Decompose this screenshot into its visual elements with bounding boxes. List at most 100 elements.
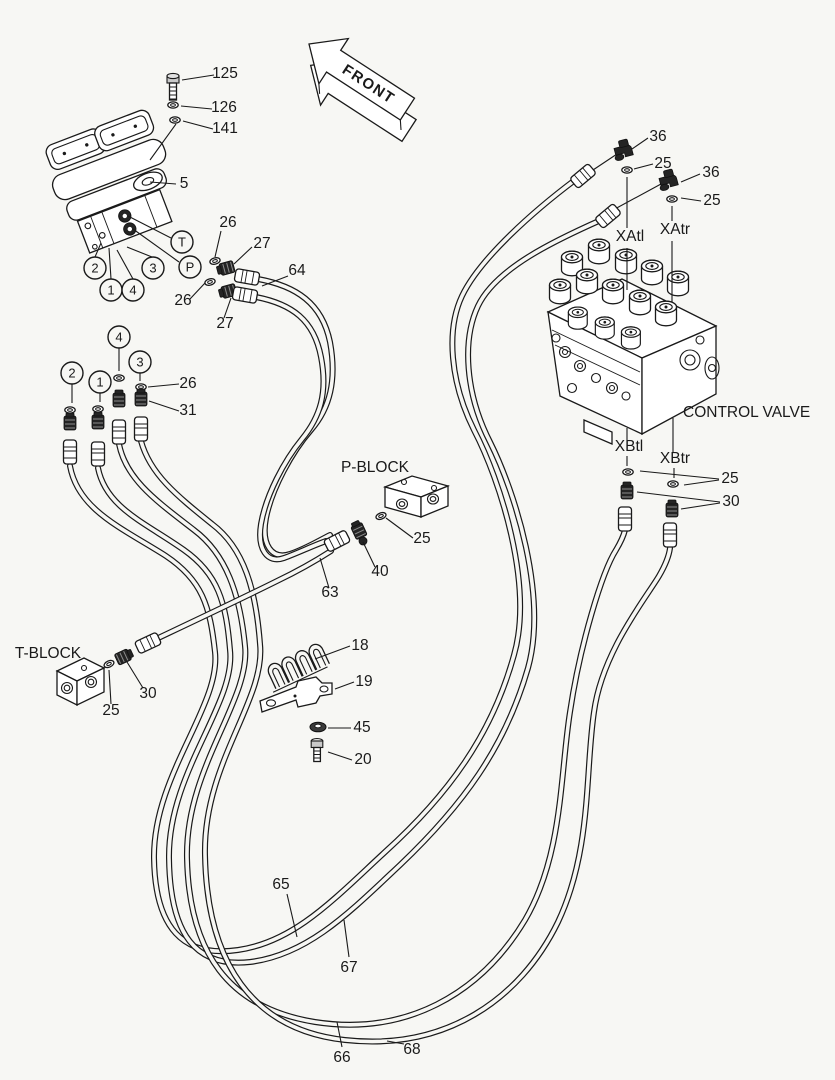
port-label-xatr: XAtr — [660, 221, 690, 238]
callout-65: 65 — [272, 876, 289, 893]
hose-67 — [95, 217, 604, 966]
svg-text:4: 4 — [129, 283, 136, 298]
hose-68-end-connector — [662, 522, 678, 548]
svg-text:2: 2 — [91, 261, 98, 276]
fitting-30-xbtl — [620, 481, 634, 500]
svg-text:1: 1 — [107, 283, 114, 298]
clamp-18 — [267, 643, 330, 693]
callout-67: 67 — [340, 959, 357, 976]
callout-25-tblock: 25 — [102, 702, 119, 719]
callout-141: 141 — [212, 120, 238, 137]
callout-26-group: 26 — [179, 375, 196, 392]
hose-68 — [138, 438, 673, 1045]
washer-126 — [167, 101, 179, 109]
hose-66 — [116, 441, 628, 1028]
hose-64b — [253, 294, 329, 563]
front-arrow-icon: FRONT — [308, 37, 418, 143]
oring-26-lower — [203, 277, 217, 287]
hose-63-start-connector — [133, 631, 163, 655]
hose-64a — [255, 276, 336, 559]
callout-30-xb: 30 — [722, 493, 740, 510]
callout-25-pblock: 25 — [413, 530, 430, 547]
port-circle-1: 1 — [99, 278, 123, 302]
elbow-36-left — [610, 137, 635, 162]
bolt-125 — [166, 72, 180, 101]
callout-19: 19 — [355, 673, 372, 690]
hose-callouts: 65 67 66 68 — [272, 876, 420, 1066]
washer-45 — [309, 721, 327, 733]
hose-64a-connector — [233, 267, 261, 287]
port-label-xbtr: XBtr — [660, 450, 690, 467]
oring-25-xatr — [666, 195, 678, 203]
port-circle-p: P — [178, 255, 202, 279]
t-block: T-BLOCK 25 30 — [15, 631, 163, 719]
fitting-31-p1 — [91, 411, 105, 430]
callout-36-left: 36 — [649, 128, 666, 145]
svg-text:1: 1 — [96, 375, 103, 390]
svg-text:3: 3 — [149, 261, 156, 276]
callout-27-upper: 27 — [253, 235, 270, 252]
hose-64b-connector — [231, 285, 259, 305]
callout-26-lower: 26 — [174, 292, 191, 309]
port-circle-1b: 1 — [88, 370, 112, 394]
svg-text:4: 4 — [115, 330, 122, 345]
svg-text:2: 2 — [68, 366, 75, 381]
callout-27-lower: 27 — [216, 315, 233, 332]
callout-63: 63 — [321, 584, 338, 601]
oring-25-xbtl — [622, 468, 634, 476]
callout-30-tblock: 30 — [139, 685, 157, 702]
hose-63 — [151, 548, 334, 643]
oring-26-p4 — [113, 374, 125, 382]
port-label-xbtl: XBtl — [615, 438, 643, 455]
bracket-19 — [259, 676, 333, 713]
callout-66: 66 — [333, 1049, 350, 1066]
hose-68-connector — [133, 416, 149, 442]
oring-26-p2 — [64, 406, 76, 414]
svg-text:3: 3 — [136, 355, 143, 370]
washer-141 — [169, 116, 181, 124]
callout-20: 20 — [354, 751, 372, 768]
callout-31: 31 — [179, 402, 196, 419]
callout-25-xatr: 25 — [703, 192, 720, 209]
port-circle-4: 4 — [121, 278, 145, 302]
port-circle-t: T — [170, 230, 194, 254]
callout-45: 45 — [353, 719, 370, 736]
hose-set — [67, 177, 673, 1045]
bolt-20 — [310, 737, 324, 763]
pilot-valve: 125 126 141 5 — [45, 65, 238, 254]
oring-26-p1 — [92, 405, 104, 413]
callout-18: 18 — [351, 637, 368, 654]
callout-40: 40 — [371, 563, 389, 580]
fitting-31-p2 — [63, 412, 77, 431]
xa-ports: 36 25 36 25 XAtl XAtr — [568, 128, 721, 302]
fitting-30-xbtr — [665, 499, 679, 518]
fitting-30-tblock — [113, 646, 136, 666]
p-block: P-BLOCK 25 40 63 — [319, 459, 451, 601]
hose-65-end-connector — [568, 162, 598, 190]
xb-ports: XBtl XBtr 25 30 — [615, 418, 740, 548]
hose-65-connector — [62, 439, 78, 465]
callout-36-right: 36 — [702, 164, 719, 181]
fitting-group: 2 1 4 3 26 31 — [60, 325, 197, 467]
t-block-label: T-BLOCK — [15, 645, 82, 662]
control-valve: CONTROL VALVE — [546, 238, 810, 445]
control-valve-label: CONTROL VALVE — [683, 404, 810, 421]
hose-66-end-connector — [617, 506, 633, 532]
callout-68: 68 — [403, 1041, 420, 1058]
port-circle-3b: 3 — [128, 350, 152, 374]
port-label-xatl: XAtl — [616, 228, 644, 245]
callout-126: 126 — [211, 99, 237, 116]
callout-64: 64 — [288, 262, 306, 279]
oring-25-xbtr — [667, 480, 679, 488]
svg-text:P: P — [186, 260, 195, 275]
pilot-port-callouts: 2 1 4 3 T P 26 27 26 27 64 — [83, 214, 306, 332]
callout-125: 125 — [212, 65, 238, 82]
port-circle-3: 3 — [141, 256, 165, 280]
fitting-31-p3 — [134, 388, 148, 407]
callout-5: 5 — [180, 175, 189, 192]
clamp-group: 18 19 45 20 — [259, 637, 373, 768]
callout-25-xatl: 25 — [654, 155, 671, 172]
oring-25-xatl — [621, 166, 633, 174]
